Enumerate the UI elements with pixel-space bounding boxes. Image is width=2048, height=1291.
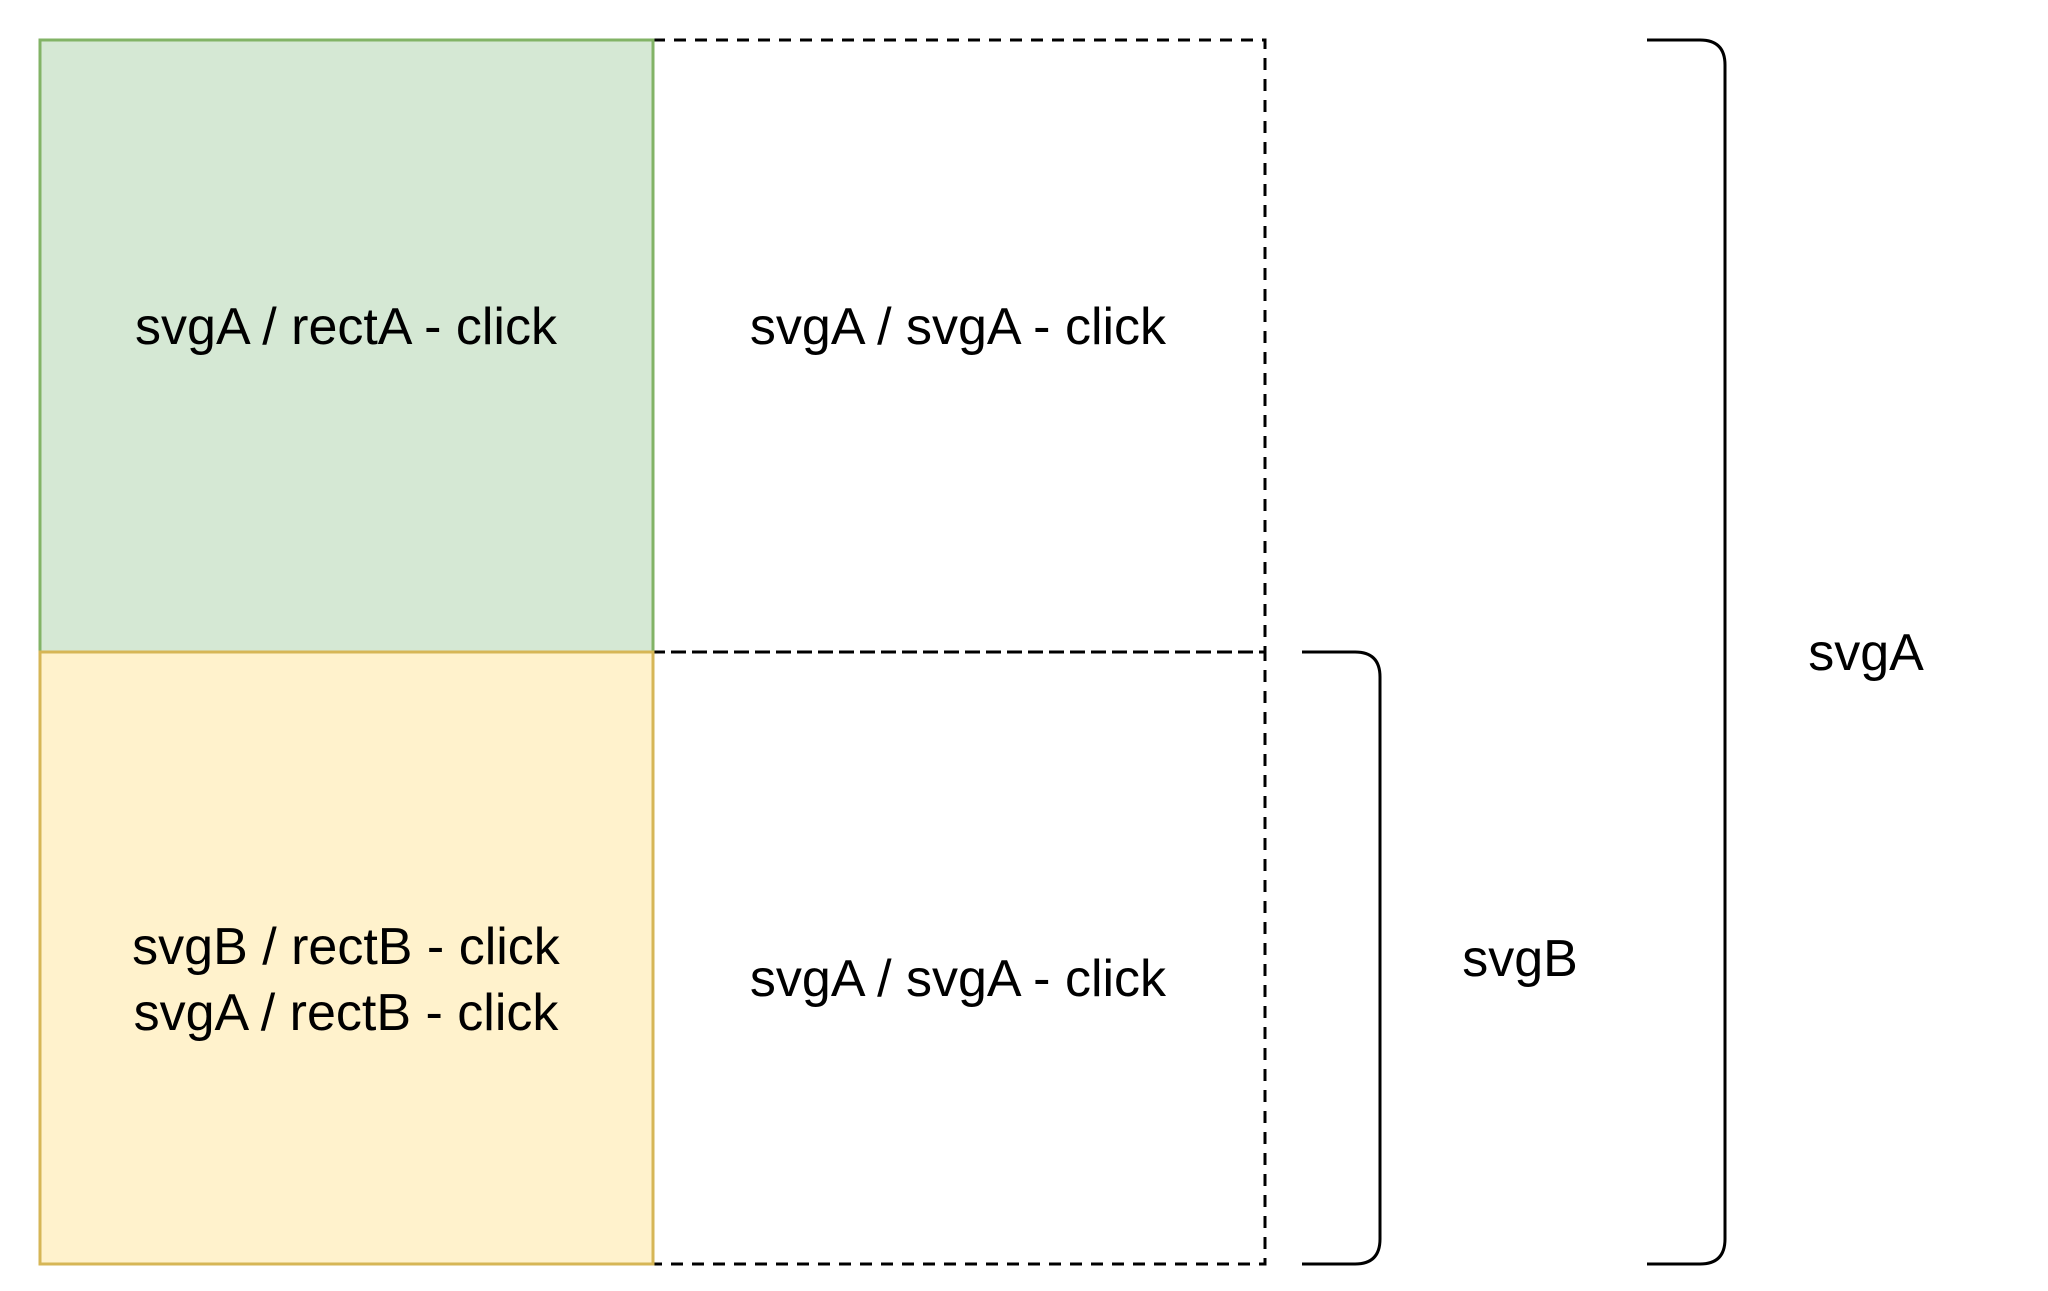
rectB[interactable] — [38, 650, 655, 1266]
svgA-brace — [1647, 38, 1727, 1266]
svgA-brace-label: svgA — [1808, 624, 1924, 682]
rectA[interactable] — [38, 38, 655, 654]
svgB-brace — [1302, 650, 1382, 1266]
svgA-bottom-label: svgA / svgA - click — [750, 950, 1167, 1008]
rectB-label-line2: svgA / rectB - click — [134, 984, 560, 1042]
rectA-label: svgA / rectA - click — [135, 298, 558, 356]
svgB-brace-label: svgB — [1462, 930, 1578, 988]
rectB-label-line1: svgB / rectB - click — [132, 918, 561, 976]
svgA-top-label: svgA / svgA - click — [750, 298, 1167, 356]
